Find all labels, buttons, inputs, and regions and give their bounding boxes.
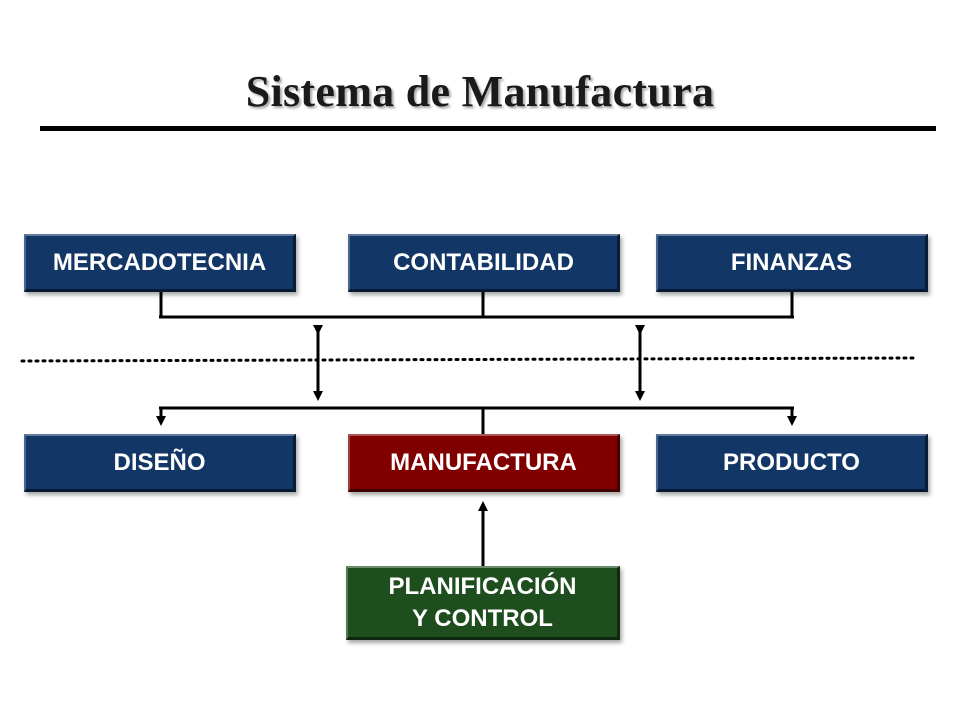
box-diseno: DISEÑO [24, 434, 296, 492]
box-mercadotecnia: MERCADOTECNIA [24, 234, 296, 292]
box-planificacion-y-control: PLANIFICACIÓN Y CONTROL [346, 566, 620, 640]
title-underline [40, 126, 936, 131]
box-finanzas: FINANZAS [656, 234, 928, 292]
box-manufactura: MANUFACTURA [348, 434, 620, 492]
box-contabilidad: CONTABILIDAD [348, 234, 620, 292]
slide-title: Sistema de Manufactura [245, 67, 715, 116]
dotted-separator [20, 356, 916, 363]
box-producto: PRODUCTO [656, 434, 928, 492]
